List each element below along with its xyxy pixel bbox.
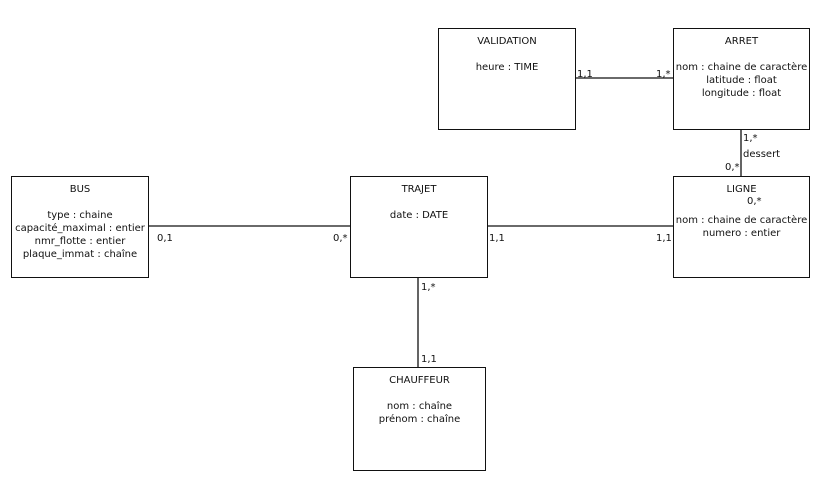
entity-arret: ARRET nom : chaine de caractère latitude…: [673, 28, 810, 130]
entity-bus-title: BUS: [69, 184, 91, 195]
attribute: nom : chaîne: [386, 401, 453, 412]
entity-arret-title: ARRET: [724, 36, 759, 47]
cardinality-ligne-trajet-side: 1,1: [656, 233, 672, 244]
cardinality-trajet-chauffeur-bottom: 1,1: [421, 354, 437, 365]
entity-ligne-attributes: nom : chaine de caractère numero : entie…: [674, 214, 809, 240]
cardinality-arret-ligne-top: 1,*: [743, 133, 758, 144]
entity-ligne-title: LIGNE: [726, 184, 757, 195]
entity-trajet: TRAJET date : DATE: [350, 176, 488, 278]
cardinality-arret-ligne-bottom: 0,*: [725, 162, 740, 173]
attribute: heure : TIME: [475, 62, 539, 73]
entity-trajet-title: TRAJET: [401, 184, 437, 195]
entity-chauffeur: CHAUFFEUR nom : chaîne prénom : chaîne: [353, 367, 486, 471]
attribute: nom : chaine de caractère: [675, 215, 808, 226]
cardinality-trajet-bus-side: 0,*: [333, 233, 348, 244]
attribute: nmr_flotte : entier: [34, 236, 126, 247]
attribute: latitude : float: [706, 75, 777, 86]
entity-validation-title: VALIDATION: [477, 36, 537, 47]
entity-chauffeur-title: CHAUFFEUR: [389, 375, 450, 386]
entity-ligne: LIGNE nom : chaine de caractère numero :…: [673, 176, 810, 278]
attribute: nom : chaine de caractère: [675, 62, 808, 73]
attribute: capacité_maximal : entier: [15, 223, 145, 234]
attribute: plaque_immat : chaîne: [22, 249, 138, 260]
attribute: prénom : chaîne: [378, 414, 461, 425]
attribute: numero : entier: [702, 228, 781, 239]
cardinality-bus-side: 0,1: [157, 233, 173, 244]
cardinality-trajet-ligne-side: 1,1: [489, 233, 505, 244]
entity-bus: BUS type : chaine capacité_maximal : ent…: [11, 176, 149, 278]
attribute: date : DATE: [389, 210, 449, 221]
cardinality-arret-side: 1,*: [656, 69, 671, 80]
entity-chauffeur-attributes: nom : chaîne prénom : chaîne: [354, 400, 485, 426]
cardinality-validation-side: 1,1: [577, 69, 593, 80]
cardinality-trajet-chauffeur-top: 1,*: [421, 282, 436, 293]
attribute: type : chaine: [47, 210, 113, 221]
entity-arret-attributes: nom : chaine de caractère latitude : flo…: [674, 61, 809, 100]
entity-bus-attributes: type : chaine capacité_maximal : entier …: [12, 209, 148, 261]
cardinality-ligne-extra: 0,*: [747, 196, 762, 207]
entity-validation: VALIDATION heure : TIME: [438, 28, 576, 130]
relation-label-dessert: dessert: [743, 149, 781, 160]
entity-trajet-attributes: date : DATE: [351, 209, 487, 222]
entity-validation-attributes: heure : TIME: [439, 61, 575, 74]
attribute: longitude : float: [701, 88, 782, 99]
